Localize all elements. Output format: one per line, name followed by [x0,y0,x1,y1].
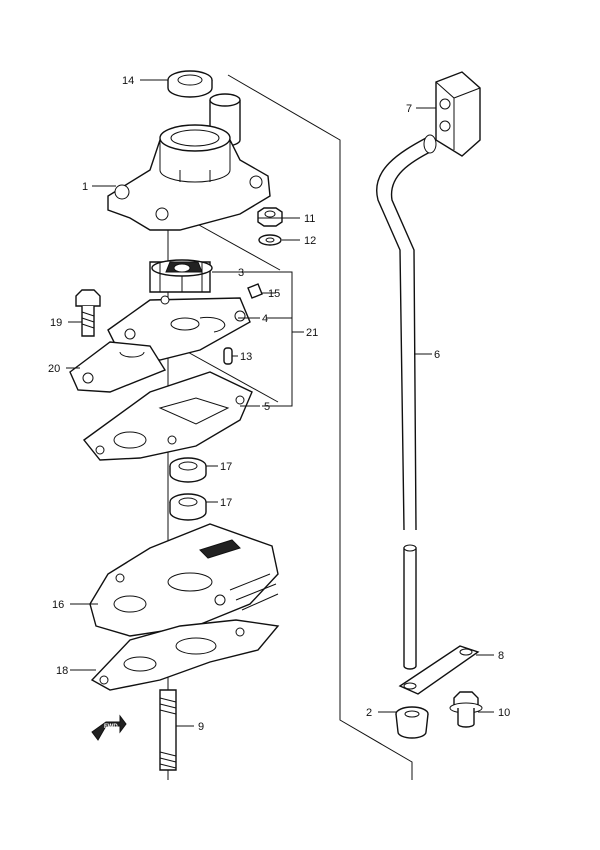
callout-21: 21 [306,327,318,339]
bolt-19 [75,289,101,337]
callout-14: 14 [122,75,134,87]
fwd-label: FWD [104,724,118,730]
callout-15: 15 [268,288,280,300]
callout-2: 2 [366,707,372,719]
water-tube-6 [376,134,437,670]
oil-seal-17b [169,493,207,521]
callout-20: 20 [48,363,60,375]
bolt-10 [449,691,483,728]
callout-17a: 17 [220,461,232,473]
key-15 [247,283,263,299]
callout-11: 11 [304,213,315,225]
pump-case-1 [107,93,271,231]
seal-2 [395,706,429,739]
washer-12 [258,234,282,246]
callout-3: 3 [238,267,244,279]
callout-labels: 14 1 7 11 12 3 15 4 21 13 19 20 5 6 17 1… [48,75,510,733]
callout-13: 13 [240,351,252,363]
gasket-18 [90,619,280,691]
callout-5: 5 [264,401,270,413]
oil-seal-17a [169,457,207,483]
callout-12: 12 [304,235,316,247]
dowel-pin-13 [223,347,233,365]
forward-arrow-icon: FWD [91,714,127,741]
gasket-5 [82,371,253,461]
callout-4: 4 [262,313,268,325]
callout-1: 1 [82,181,88,193]
impeller-3 [149,259,213,293]
lower-pump-case-16 [89,523,279,637]
nut-11 [257,207,283,227]
callout-17b: 17 [220,497,232,509]
tube-plate-8 [398,645,480,695]
oil-seal-14 [167,70,213,98]
callout-16: 16 [52,599,64,611]
callout-10: 10 [498,707,510,719]
callout-8: 8 [498,650,504,662]
callout-6: 6 [434,349,440,361]
leader-lines [66,79,494,727]
callout-7: 7 [406,103,412,115]
callout-19: 19 [50,317,62,329]
stud-bolt-9 [159,689,177,771]
callout-9: 9 [198,721,204,733]
callout-18: 18 [56,665,68,677]
grommet-7 [435,71,481,157]
plate-20 [69,341,167,393]
